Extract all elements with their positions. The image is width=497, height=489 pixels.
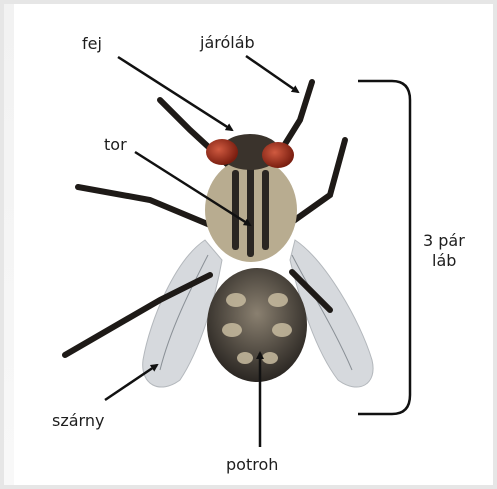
diagram-frame: fej járóláb tor 3 pár láb szárny potroh bbox=[4, 4, 493, 485]
label-walking-leg: járóláb bbox=[199, 33, 255, 52]
right-eye bbox=[262, 142, 294, 168]
left-eye bbox=[206, 139, 238, 165]
label-wing: szárny bbox=[52, 411, 104, 430]
fly-diagram: fej járóláb tor 3 pár láb szárny potroh bbox=[4, 4, 493, 485]
abdomen-shape bbox=[207, 268, 307, 382]
label-legs-count: 3 pár bbox=[423, 231, 465, 250]
label-head: fej bbox=[82, 34, 102, 53]
label-thorax: tor bbox=[104, 135, 127, 154]
fly-illustration bbox=[65, 82, 373, 387]
arrow-icon bbox=[246, 56, 298, 92]
label-abdomen: potroh bbox=[226, 455, 278, 474]
label-legs-word: láb bbox=[432, 251, 456, 270]
